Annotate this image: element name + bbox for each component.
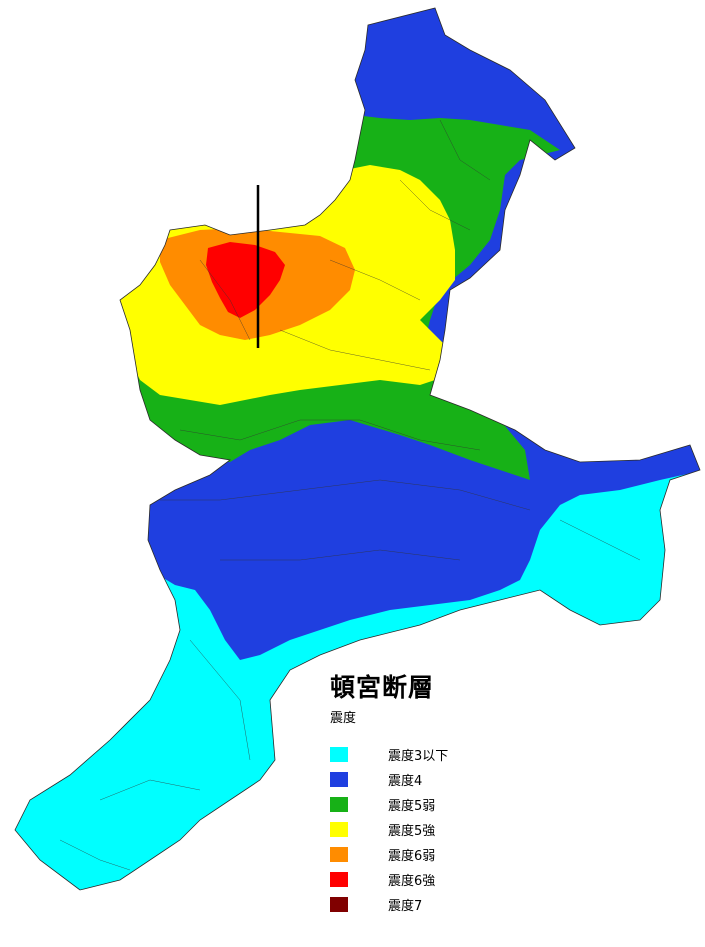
- legend-item: 震度6強: [330, 867, 448, 892]
- legend-swatch: [330, 872, 348, 887]
- zone-intensity-6-upper: [206, 242, 285, 318]
- legend-swatch: [330, 822, 348, 837]
- legend-label: 震度6強: [388, 874, 436, 889]
- legend-label: 震度5強: [388, 824, 436, 839]
- legend-item: 震度7: [330, 892, 448, 917]
- legend-label: 震度5弱: [388, 799, 436, 814]
- legend-item: 震度5弱: [330, 792, 448, 817]
- legend-item: 震度6弱: [330, 842, 448, 867]
- legend-swatch: [330, 747, 348, 762]
- legend-swatch: [330, 797, 348, 812]
- title-block: 頓宮断層 震度: [330, 668, 434, 726]
- legend-label: 震度6弱: [388, 849, 436, 864]
- legend-item: 震度5強: [330, 817, 448, 842]
- legend-label: 震度7: [388, 899, 423, 914]
- municipal-boundaries: [59, 119, 641, 871]
- map-subtitle: 震度: [330, 711, 357, 726]
- map-title: 頓宮断層: [330, 673, 435, 702]
- legend-item: 震度4: [330, 767, 448, 792]
- legend-swatch: [330, 897, 348, 912]
- legend-label: 震度4: [388, 774, 423, 789]
- legend-swatch: [330, 772, 348, 787]
- legend-swatch: [330, 847, 348, 862]
- legend: 震度3以下 震度4 震度5弱 震度5強 震度6弱 震度6強 震度7: [330, 742, 448, 917]
- legend-item: 震度3以下: [330, 742, 448, 767]
- legend-label: 震度3以下: [388, 749, 449, 764]
